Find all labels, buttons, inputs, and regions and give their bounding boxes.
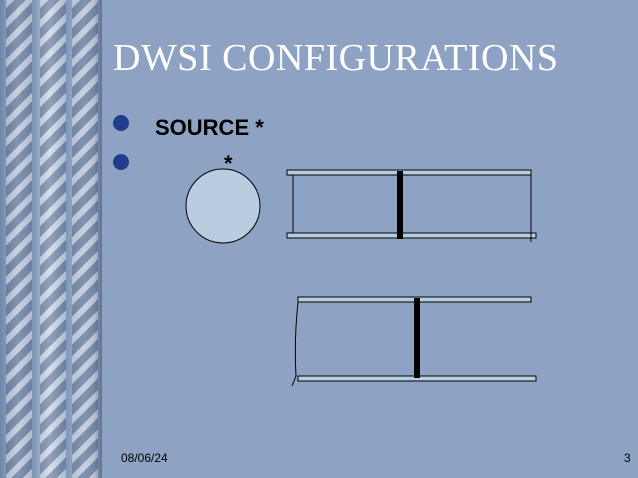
bottom-configuration-shape (291, 296, 537, 387)
bullet-asterisk-text: * (224, 151, 233, 176)
top-config-lower-rail (286, 232, 537, 239)
decorative-rope-sidebar (0, 0, 102, 478)
slide-title: DWSI CONFIGURATIONS (113, 37, 559, 79)
top-config-center-bar (397, 171, 403, 239)
bullet-icon (113, 154, 129, 170)
bullet-icon (113, 115, 129, 131)
source-circle (185, 168, 261, 244)
top-config-upper-rail (286, 169, 532, 176)
top-configuration-shape (286, 169, 537, 242)
footer-date: 08/06/24 (121, 451, 168, 465)
bottom-config-left-curve (291, 301, 299, 387)
page-number: 3 (624, 451, 631, 465)
bullet-source-text: SOURCE * (155, 115, 264, 140)
bottom-config-center-bar (414, 298, 420, 378)
